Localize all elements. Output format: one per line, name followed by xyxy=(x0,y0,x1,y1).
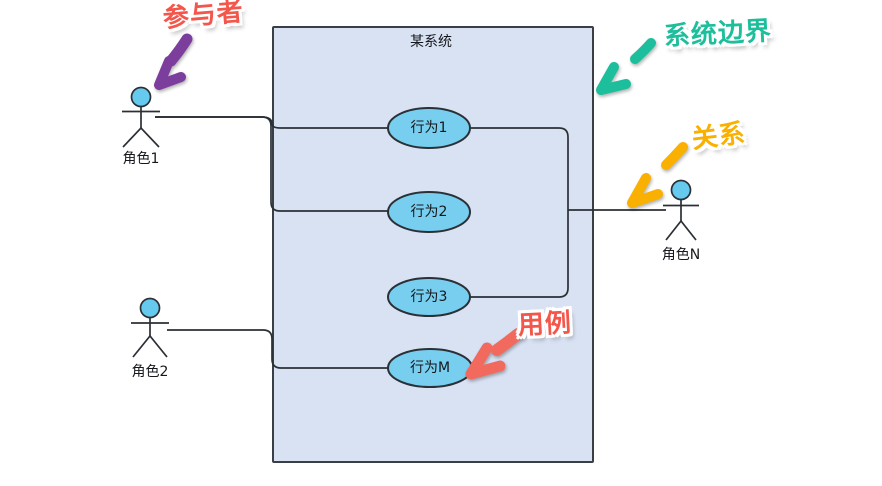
actor-roleN-head xyxy=(670,179,692,201)
actor-role1-head xyxy=(130,86,152,108)
usecase3-label: 行为3 xyxy=(410,289,448,305)
actor-roleN-label: 角色N xyxy=(661,247,701,263)
relation-arrow-shaft xyxy=(661,142,688,170)
system-boundary-arrow-head xyxy=(596,62,631,95)
usecase1-label: 行为1 xyxy=(410,120,448,136)
usecase2-ellipse xyxy=(387,191,471,233)
connector-bracket-usecase1-usecase3 xyxy=(470,127,569,298)
connector-actor1-to-usecase2 xyxy=(155,116,388,212)
connector-actor2-to-usecaseM xyxy=(167,329,388,369)
annotation-use-case: 用例 xyxy=(517,308,573,341)
use-case-arrow-shaft xyxy=(491,328,524,356)
connectors xyxy=(155,116,666,369)
system-title: 某系统 xyxy=(410,34,452,50)
actor-role2-legs xyxy=(132,334,168,358)
actor-role2-label: 角色2 xyxy=(131,364,169,380)
system-boundary-arrow-shaft xyxy=(630,38,656,64)
relation-arrow-head xyxy=(627,173,663,208)
actors xyxy=(122,86,699,358)
actor-role1-label: 角色1 xyxy=(122,151,160,167)
annotation-arrows xyxy=(154,33,688,380)
actor-role2-figure xyxy=(131,297,169,358)
actor-role1-figure xyxy=(122,86,160,148)
usecase3-ellipse xyxy=(387,277,471,317)
use-case-shapes xyxy=(387,107,473,388)
actor-roleN-legs xyxy=(665,219,697,241)
actor-roleN-figure xyxy=(663,179,699,241)
participant-arrow-head xyxy=(154,56,186,90)
actor-role1-legs xyxy=(122,126,160,148)
annotation-system-boundary: 系统边界 xyxy=(663,16,773,52)
usecase2-label: 行为2 xyxy=(410,204,448,220)
system-boundary-box xyxy=(272,26,594,463)
use-case-arrow-head xyxy=(465,342,506,380)
usecase1-ellipse xyxy=(387,107,471,149)
actor-role2-head xyxy=(139,297,161,319)
usecaseM-label: 行为M xyxy=(409,360,451,376)
participant-arrow-shaft xyxy=(165,33,193,67)
